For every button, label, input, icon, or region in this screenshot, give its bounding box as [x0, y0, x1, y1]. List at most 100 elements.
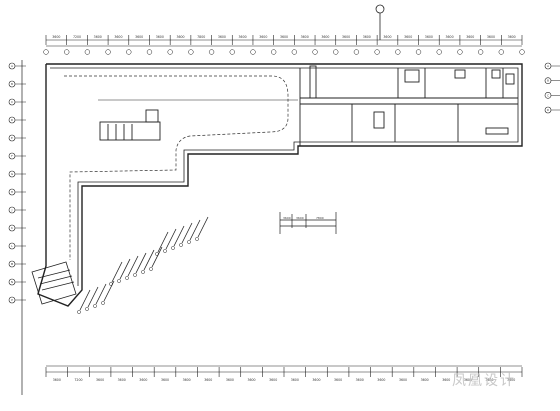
- left-axis-letter: D: [11, 118, 13, 122]
- top-axis-bubble: [291, 49, 297, 55]
- parking-stall-line: [157, 231, 169, 253]
- top-dim-label: 7800: [197, 35, 205, 39]
- parking-stall-line: [127, 255, 139, 277]
- parking-stall-line: [165, 228, 177, 250]
- left-axis-letter: L: [11, 244, 13, 248]
- parking-stall-line: [111, 261, 123, 283]
- top-dim-label: 3600: [301, 35, 309, 39]
- drive-aisle: [64, 75, 289, 260]
- bottom-dim-label: 3600: [334, 378, 342, 382]
- top-axis-bubble: [498, 49, 504, 55]
- top-dim-label: 3600: [114, 35, 122, 39]
- lower-stair: [31, 261, 77, 305]
- top-axis-bubble: [126, 49, 132, 55]
- stall-marker: [149, 267, 153, 271]
- top-dim-label: 3600: [239, 35, 247, 39]
- center-dim-labels: 3600 3600 7800: [283, 216, 324, 220]
- parking-stall-line: [173, 225, 185, 247]
- parking-stall-line: [119, 258, 131, 280]
- top-axis-bubble: [415, 49, 422, 55]
- left-axis-letter: M: [11, 262, 13, 266]
- stall-marker: [101, 301, 105, 305]
- top-axis-bubble: [105, 49, 111, 55]
- top-dim-label: 3600: [321, 35, 329, 39]
- parking-stall-line: [151, 246, 163, 268]
- stair-core: [98, 99, 298, 141]
- parking-stall-line: [189, 219, 201, 241]
- bottom-dim-label: 3600: [161, 378, 169, 382]
- stall-marker: [77, 310, 81, 314]
- top-dim-label: 3600: [52, 35, 60, 39]
- top-dim-label: 3600: [342, 35, 350, 39]
- bottom-dim-label: 3600: [183, 378, 191, 382]
- top-dimension-chain: 3600 7200 3600 3600 3600 3600 3600 7800 3600 3600…: [43, 35, 525, 55]
- left-axis-letter: N: [11, 280, 13, 284]
- right-axis-letter: C: [547, 93, 549, 97]
- bottom-dim-label: 3600: [204, 378, 212, 382]
- top-axis-bubble: [229, 49, 235, 55]
- stall-marker: [195, 237, 199, 241]
- parking-stall-line: [181, 222, 193, 244]
- left-axis-letter: G: [11, 172, 13, 176]
- center-dim-3: 7800: [316, 216, 324, 220]
- left-axis-letter: K: [11, 226, 13, 230]
- stall-marker: [163, 249, 167, 253]
- building-outline: [37, 63, 523, 307]
- left-axis-letter: A: [11, 64, 13, 68]
- top-axis-bubble: [250, 49, 256, 55]
- top-axis-bubble: [477, 49, 484, 55]
- stall-marker: [187, 240, 191, 244]
- center-dim-1: 3600: [283, 216, 291, 220]
- top-dim-label: 7200: [73, 35, 81, 39]
- parking-stall-line: [143, 249, 155, 271]
- top-axis-bubble: [436, 49, 442, 55]
- top-axis-bubble: [457, 49, 463, 55]
- top-dim-label: 3600: [156, 35, 164, 39]
- stall-marker: [93, 304, 97, 308]
- left-axis-letter: E: [11, 136, 13, 140]
- left-axis-letter: C: [11, 100, 13, 104]
- top-dim-label: 3600: [425, 35, 433, 39]
- top-axis-bubble: [333, 49, 339, 55]
- right-axis-letter: D: [547, 108, 549, 112]
- top-dim-label: 3600: [383, 35, 391, 39]
- right-wing-rooms: [299, 65, 518, 146]
- bottom-dim-label: 3600: [269, 378, 277, 382]
- bottom-dim-label: 3600: [507, 378, 515, 382]
- top-dim-label: 3600: [446, 35, 454, 39]
- parking-stall-line: [103, 280, 115, 302]
- top-axis-bubble: [64, 49, 70, 55]
- bottom-dim-label: 3600: [377, 378, 385, 382]
- top-dim-label: 3600: [280, 35, 288, 39]
- stall-marker: [141, 270, 145, 274]
- bottom-dim-label: 3600: [247, 378, 255, 382]
- parking-stall-line: [87, 286, 99, 308]
- top-dim-label: 3600: [466, 35, 474, 39]
- top-dim-label: 3600: [218, 35, 226, 39]
- stall-marker: [117, 279, 121, 283]
- bottom-dim-label: 3600: [291, 378, 299, 382]
- top-dim-label: 3600: [94, 35, 102, 39]
- top-dim-label: 3600: [135, 35, 143, 39]
- stall-marker: [85, 307, 89, 311]
- center-dim-2: 3600: [296, 216, 304, 220]
- top-axis-bubble: [395, 49, 401, 55]
- bottom-dim-label: 3600: [356, 378, 364, 382]
- bottom-dim-label: 3600: [464, 378, 472, 382]
- top-axis-bubble: [519, 49, 525, 55]
- stall-marker: [125, 276, 129, 280]
- bottom-dim-label: 3600: [399, 378, 407, 382]
- top-axis-bubble: [167, 49, 173, 55]
- top-dim-label: 3600: [404, 35, 412, 39]
- top-dim-label: 3600: [363, 35, 371, 39]
- top-axis-bubble: [208, 49, 215, 55]
- bottom-dim-label: 3600: [139, 378, 147, 382]
- parking-stalls: [77, 216, 209, 314]
- left-axis-letter: P: [11, 298, 13, 302]
- stall-marker: [179, 243, 183, 247]
- left-axis-letter: F: [11, 154, 13, 158]
